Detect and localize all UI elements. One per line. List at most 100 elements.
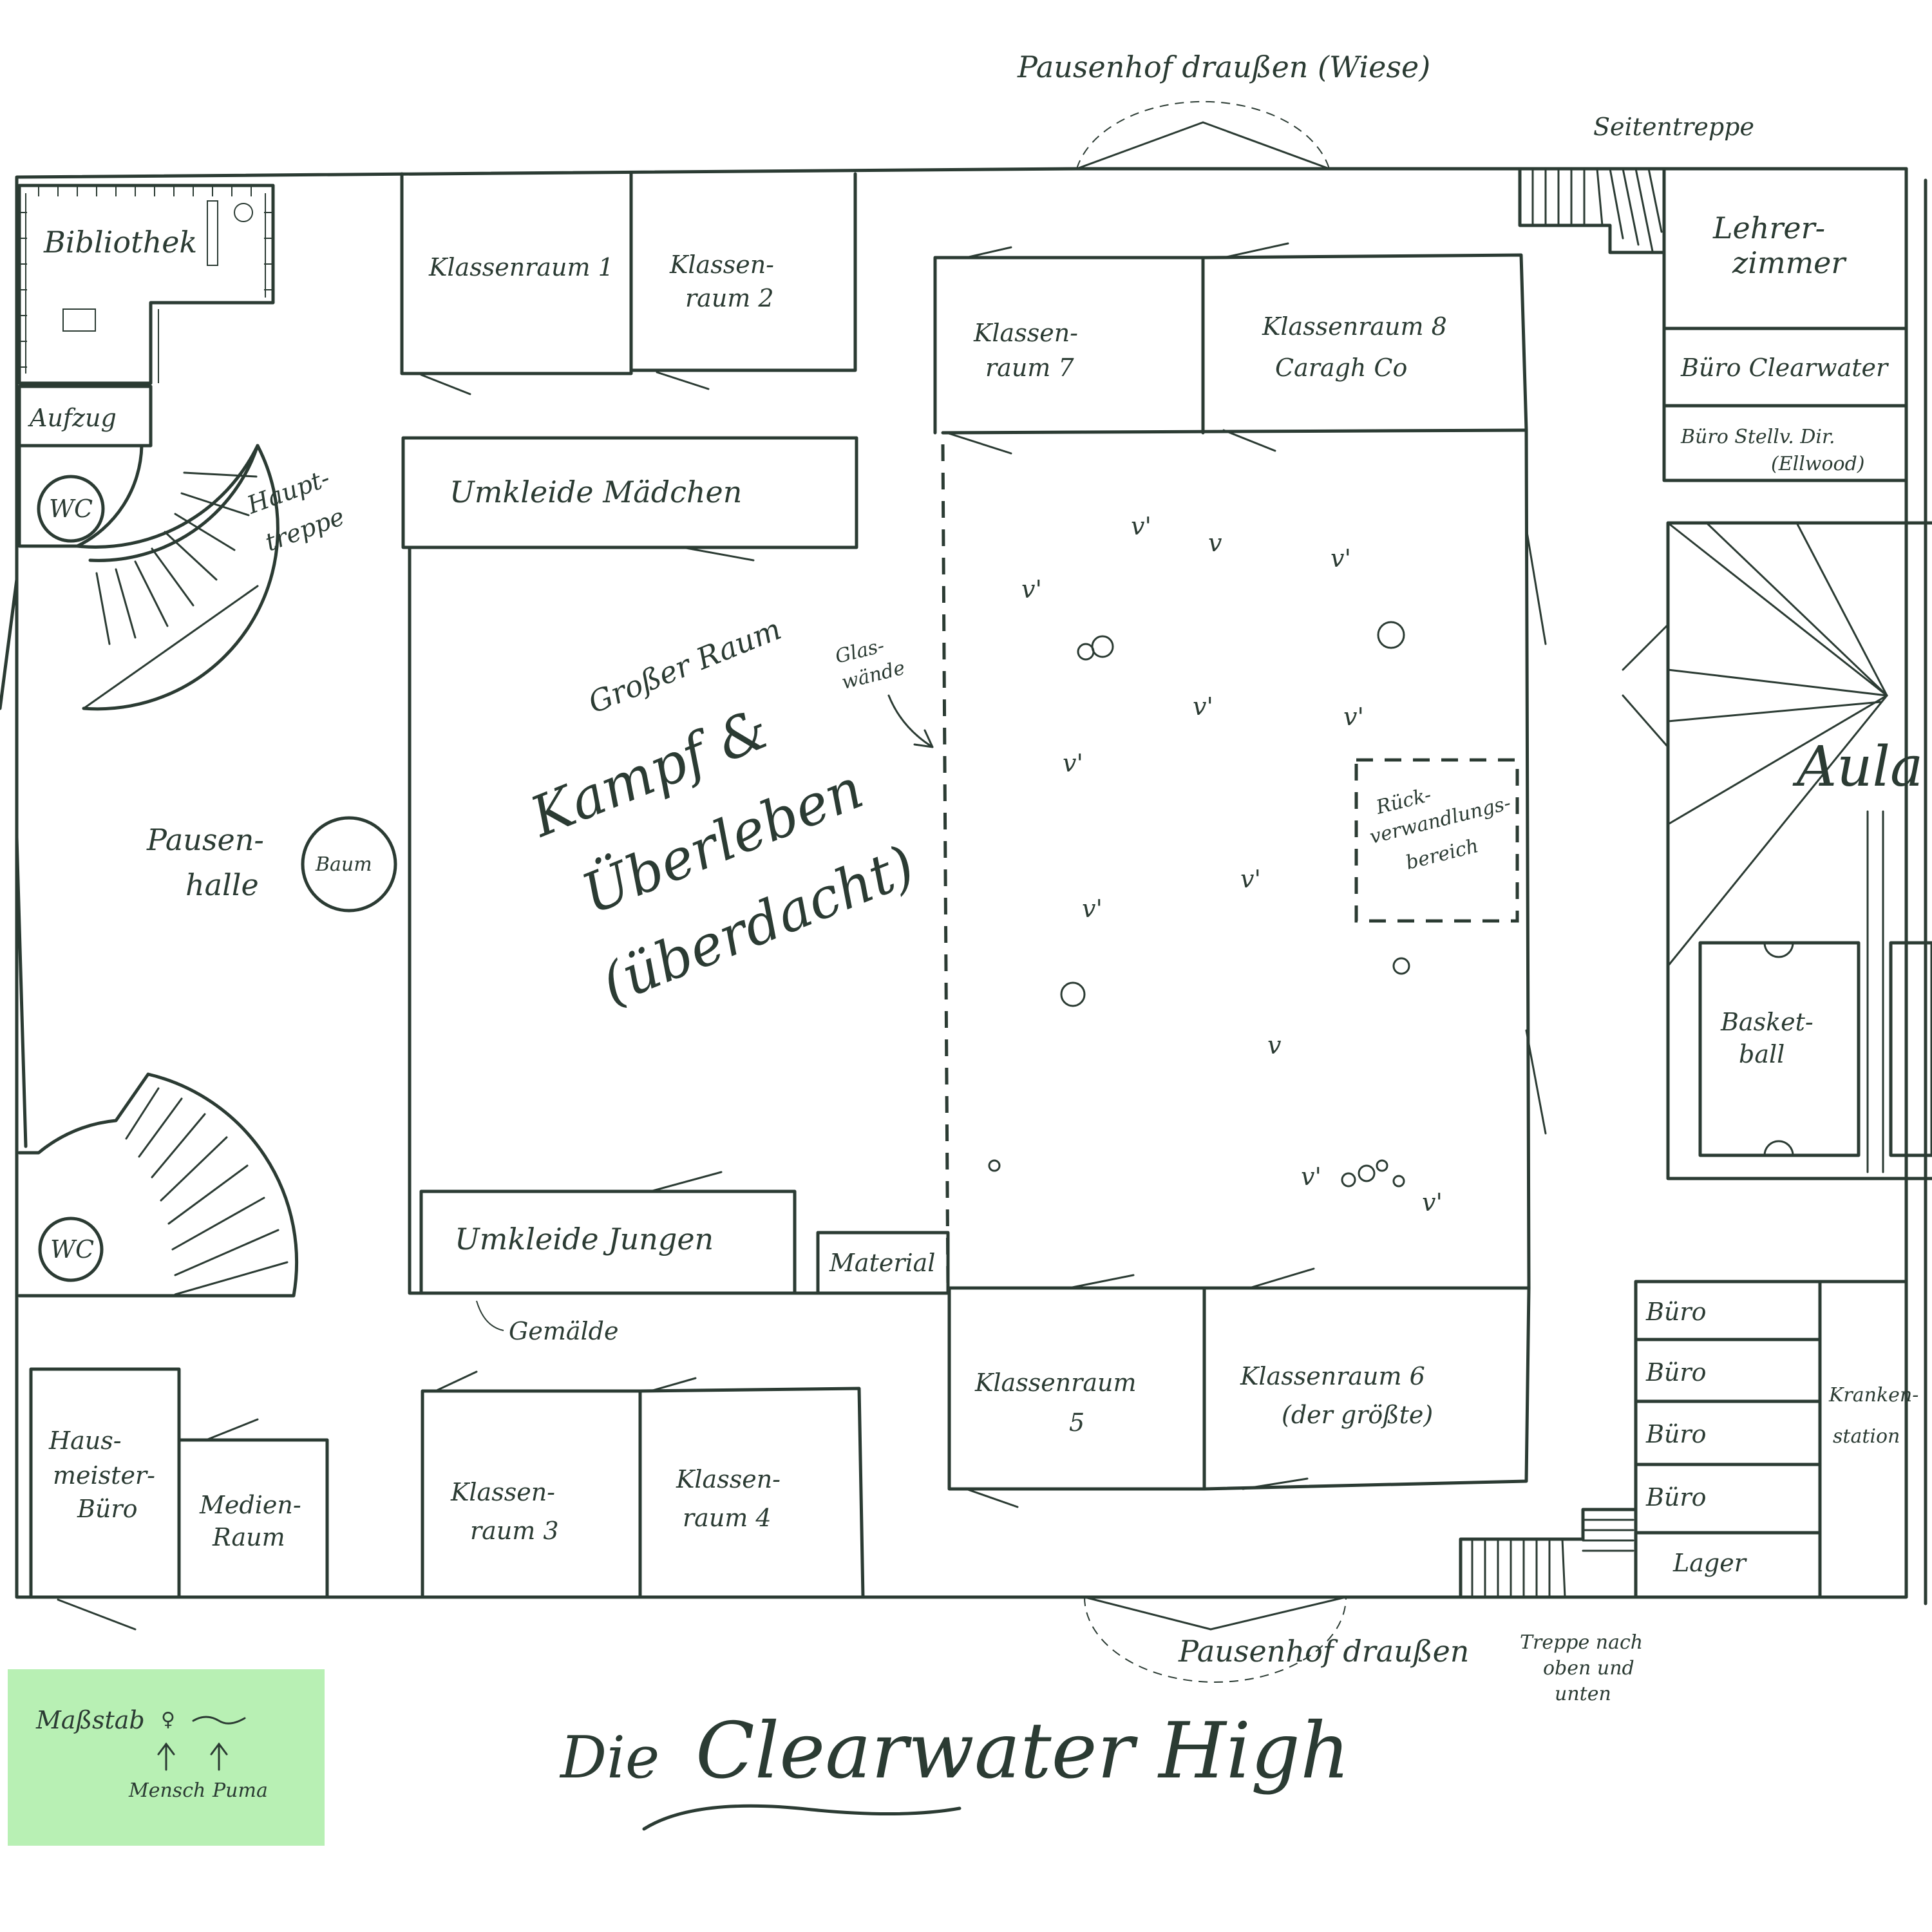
classroom-7: [933, 256, 1205, 435]
courtyard: [941, 428, 1531, 1290]
office-3-label: Büro: [1645, 1420, 1706, 1448]
classroom-5: [947, 1286, 1206, 1491]
classroom-2-label-1: Klassen-: [669, 251, 774, 279]
janitor-label-3: Büro: [77, 1495, 137, 1523]
material-label: Material: [829, 1249, 935, 1277]
svg-text:v: v: [1267, 1031, 1282, 1059]
aula: [1666, 521, 1932, 1180]
wc-top: [37, 475, 105, 543]
svg-text:v': v': [1193, 692, 1213, 721]
yard-top-doors: [1075, 100, 1331, 170]
classroom-3-label-2: raum 3: [470, 1517, 559, 1545]
lower-staircase: [17, 1072, 299, 1298]
media-label-1: Medien-: [199, 1491, 301, 1519]
stairs-label-3: unten: [1555, 1683, 1611, 1705]
title-prefix: Die: [559, 1724, 659, 1792]
classroom-2: [629, 172, 857, 372]
teachers-label-1: Lehrer-: [1712, 211, 1825, 245]
office-deputy: [1662, 404, 1908, 482]
yard-bottom-label: Pausenhof draußen: [1178, 1634, 1469, 1669]
classroom-5-label-1: Klassenraum: [974, 1368, 1137, 1397]
classroom-3-label-1: Klassen-: [450, 1478, 555, 1506]
classroom-2-label-2: raum 2: [685, 284, 774, 312]
main-staircase: [17, 444, 279, 711]
classroom-3: [421, 1389, 642, 1599]
legend-arrows: [157, 1742, 228, 1771]
left-diagonal-wall: [0, 578, 19, 710]
classroom-7-label-2: raum 7: [985, 354, 1074, 382]
wc-bottom: [38, 1217, 104, 1282]
classroom-8-label-1: Klassenraum 8: [1262, 312, 1447, 341]
office-2-label: Büro: [1645, 1358, 1706, 1387]
svg-text:v': v': [1331, 544, 1351, 573]
aula-label: Aula: [1792, 735, 1923, 799]
classroom-1-label: Klassenraum 1: [428, 253, 614, 281]
media-room: [177, 1438, 329, 1599]
painting-pointer: [476, 1300, 504, 1331]
elevator: [17, 384, 153, 448]
sick-room-label-2: station: [1833, 1425, 1900, 1448]
left-diagonal-wall-lower: [15, 835, 28, 1148]
svg-text:v': v': [1301, 1162, 1321, 1191]
tree-circle: [301, 816, 397, 913]
stairs-label-1: Treppe nach: [1520, 1631, 1643, 1654]
office-deputy-label-2: (Ellwood): [1771, 453, 1865, 475]
office-1-label: Büro: [1645, 1298, 1706, 1326]
svg-text:v': v': [1131, 512, 1151, 540]
office-clearwater-label: Büro Clearwater: [1680, 354, 1889, 382]
bottom-stairs: [1459, 1508, 1638, 1599]
storage-label: Lager: [1672, 1549, 1748, 1577]
svg-text:v: v: [1208, 529, 1222, 557]
courtyard-grass: v' v v' v' v' v' v' v' v' v v' v': [1021, 512, 1443, 1217]
locker-room-boys: [419, 1189, 797, 1295]
side-stairs-label: Seitentreppe: [1593, 113, 1754, 141]
basketball-court: [1698, 941, 1932, 1157]
svg-text:v': v': [1240, 865, 1261, 893]
media-label-2: Raum: [212, 1523, 285, 1551]
office-4-label: Büro: [1645, 1483, 1706, 1511]
svg-text:v': v': [1343, 703, 1364, 731]
classroom-4-label-1: Klassen-: [676, 1465, 781, 1493]
classroom-4: [638, 1387, 865, 1599]
classroom-6: [1202, 1286, 1531, 1491]
human-symbol: ♀: [161, 1709, 175, 1731]
retransform-label-3: bereich: [1403, 835, 1481, 875]
break-hall-label-1: Pausen-: [146, 822, 264, 857]
big-room: [408, 444, 950, 1295]
courtyard-stones: [988, 621, 1410, 1188]
classroom-5-label-2: 5: [1069, 1408, 1084, 1437]
svg-text:v': v': [1021, 575, 1042, 603]
yard-top-label: Pausenhof draußen (Wiese): [1017, 50, 1430, 84]
locker-room-boys-label: Umkleide Jungen: [455, 1222, 714, 1256]
wc-bottom-label: WC: [50, 1235, 94, 1264]
break-hall-label-2: halle: [185, 867, 259, 902]
classroom-6-label-2: (der größte): [1282, 1401, 1433, 1429]
legend-puma: Puma: [212, 1779, 268, 1802]
legend-label: Maßstab: [35, 1706, 145, 1734]
material-room: [816, 1231, 950, 1295]
yard-bottom-doors: [1083, 1596, 1347, 1683]
building-outline: [15, 167, 1927, 1605]
locker-room-girls: [401, 436, 858, 549]
tree-label: Baum: [315, 853, 372, 876]
locker-room-girls-label: Umkleide Mädchen: [450, 475, 742, 509]
classroom-6-label-1: Klassenraum 6: [1240, 1362, 1425, 1390]
classroom-8: [1201, 253, 1528, 432]
retransformation-area: [1354, 758, 1519, 923]
classroom-8-label-2: Caragh Co: [1275, 354, 1407, 382]
library: [17, 184, 275, 385]
sick-room-label-1: Kranken-: [1828, 1384, 1918, 1406]
elevator-label: Aufzug: [28, 404, 117, 432]
office-deputy-label-1: Büro Stellv. Dir.: [1680, 426, 1835, 448]
basketball-label-2: ball: [1739, 1040, 1785, 1068]
office-block: [1634, 1280, 1908, 1599]
classroom-4-label-2: raum 4: [683, 1504, 772, 1532]
title-name: Clearwater High: [696, 1707, 1350, 1796]
janitor-office: [29, 1367, 181, 1599]
title-underline: [642, 1804, 961, 1831]
basketball-label-1: Basket-: [1720, 1008, 1814, 1036]
teachers-label-2: zimmer: [1732, 245, 1847, 280]
glass-wall-arrow: [887, 694, 934, 748]
side-stairs: [1518, 167, 1666, 254]
